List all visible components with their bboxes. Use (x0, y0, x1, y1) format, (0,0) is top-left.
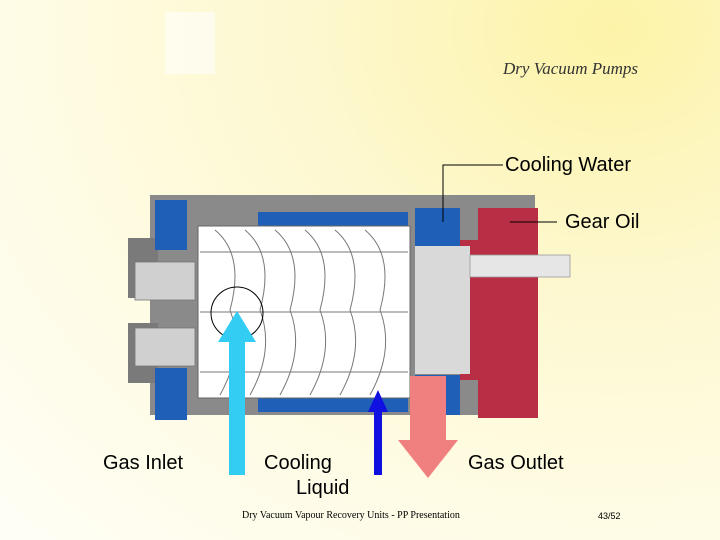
gas-inlet-arrow (218, 311, 256, 475)
gas-inlet-label: Gas Inlet (103, 452, 184, 474)
gas-outlet-arrow (398, 376, 458, 478)
page-title: Dry Vacuum Pumps (503, 59, 639, 78)
logo-placeholder (165, 12, 215, 74)
footer-text: Dry Vacuum Vapour Recovery Units - PP Pr… (242, 510, 460, 521)
page-number: 43/52 (598, 511, 621, 521)
cooling-water-leader-line (442, 164, 503, 222)
cooling-water-label: Cooling Water (505, 154, 631, 176)
cooling-liquid-label-line2: Liquid (296, 477, 350, 499)
cooling-liquid-label-line1: Cooling (264, 452, 332, 474)
cooling-liquid-arrow (368, 390, 388, 475)
gas-outlet-label: Gas Outlet (468, 452, 564, 474)
gear-oil-label: Gear Oil (565, 211, 640, 233)
